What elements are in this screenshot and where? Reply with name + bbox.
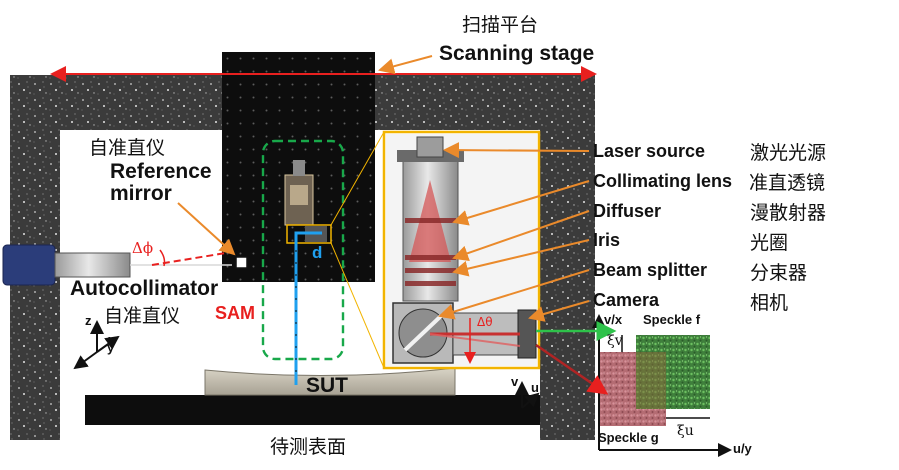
granite-frame — [10, 75, 595, 440]
axis-y-line — [96, 335, 120, 353]
sam-zoom-box — [286, 224, 332, 244]
axis-z-label: z — [85, 313, 92, 328]
camera-beam-tilted — [429, 333, 521, 347]
xi-u-label: ξu — [677, 423, 694, 439]
delta-phi-arc — [159, 249, 166, 267]
speckle-f-label: Speckle f — [643, 312, 701, 327]
reference-mirror-pointer — [177, 202, 236, 256]
component-label-laser-source-cn: 激光光源 — [750, 142, 827, 164]
axis-u-label: u — [531, 380, 539, 395]
scanning-stage-label-en: Scanning stage — [439, 42, 595, 65]
xi-v-label: ξv — [607, 333, 623, 349]
axis-v-label: v — [511, 374, 519, 389]
sam-label: SAM — [215, 303, 255, 323]
scanning-stage-label-cn: 扫描平台 — [462, 14, 539, 36]
speckle-g-label: Speckle g — [598, 430, 659, 445]
lens-disc-1 — [405, 218, 456, 223]
sam-outline — [261, 139, 345, 361]
component-label-diffuser-cn: 漫散射器 — [750, 202, 827, 224]
delta-phi-label: Δϕ — [132, 239, 154, 257]
laser-source-block — [416, 136, 444, 158]
red-beam-arrow — [535, 343, 609, 395]
sam-head-top — [293, 160, 305, 176]
reference-mirror — [235, 256, 248, 269]
pointer-beam-splitter — [438, 269, 590, 320]
lens-disc-2 — [405, 255, 456, 260]
component-label-beam-splitter-cn: 分束器 — [750, 262, 808, 284]
component-label-diffuser: Diffuser — [593, 201, 662, 221]
component-label-iris: Iris — [593, 230, 621, 250]
base-plate — [85, 395, 540, 425]
component-label-collimating-lens: Collimating lens — [593, 171, 733, 191]
axis-u-line — [521, 392, 540, 409]
autocollimator-tube — [54, 252, 131, 278]
component-label-beam-splitter: Beam splitter — [593, 260, 708, 280]
autocollimator-label-cn-top: 自准直仪 — [89, 137, 166, 159]
sut-label: SUT — [306, 374, 348, 397]
pointer-collimating-lens — [452, 180, 590, 226]
axis-y-label: y — [107, 340, 115, 355]
axis-x-label: x — [108, 332, 116, 347]
component-label-iris-cn: 光圈 — [750, 232, 789, 254]
component-label-collimating-lens-cn: 准直透镜 — [749, 172, 826, 194]
autocollimator-body — [2, 244, 56, 286]
reference-mirror-label-2: mirror — [110, 182, 172, 205]
delta-theta-label: Δθ — [477, 315, 493, 329]
zoom-connector-bottom — [330, 242, 385, 369]
component-label-camera: Camera — [593, 290, 660, 310]
lens-disc-3 — [405, 268, 456, 273]
zoom-connector-top — [330, 131, 385, 226]
component-label-laser-source: Laser source — [593, 141, 706, 161]
surface-under-test-label-cn: 待测表面 — [270, 436, 347, 458]
axis-x-line — [73, 351, 98, 370]
sam-head-detail — [290, 185, 308, 205]
pointer-iris — [452, 239, 590, 277]
autocollimator-label-en: Autocollimator — [70, 277, 219, 300]
stage-label-arrow — [378, 55, 433, 75]
reference-mirror-label-1: Reference — [110, 160, 212, 183]
v-x-axis-label: v/x — [604, 312, 623, 327]
autocollimator-label-cn-bottom: 自准直仪 — [104, 305, 181, 327]
pointer-laser-source — [443, 142, 590, 159]
component-label-camera-cn: 相机 — [750, 292, 789, 314]
speckle-overlap — [636, 352, 666, 409]
splitter-diagonal — [403, 314, 443, 352]
lens-disc-4 — [405, 281, 456, 286]
u-y-axis-label: u/y — [733, 441, 752, 456]
d-label: d — [312, 243, 323, 262]
pointer-diffuser — [452, 210, 590, 261]
pointer-camera — [528, 300, 590, 322]
